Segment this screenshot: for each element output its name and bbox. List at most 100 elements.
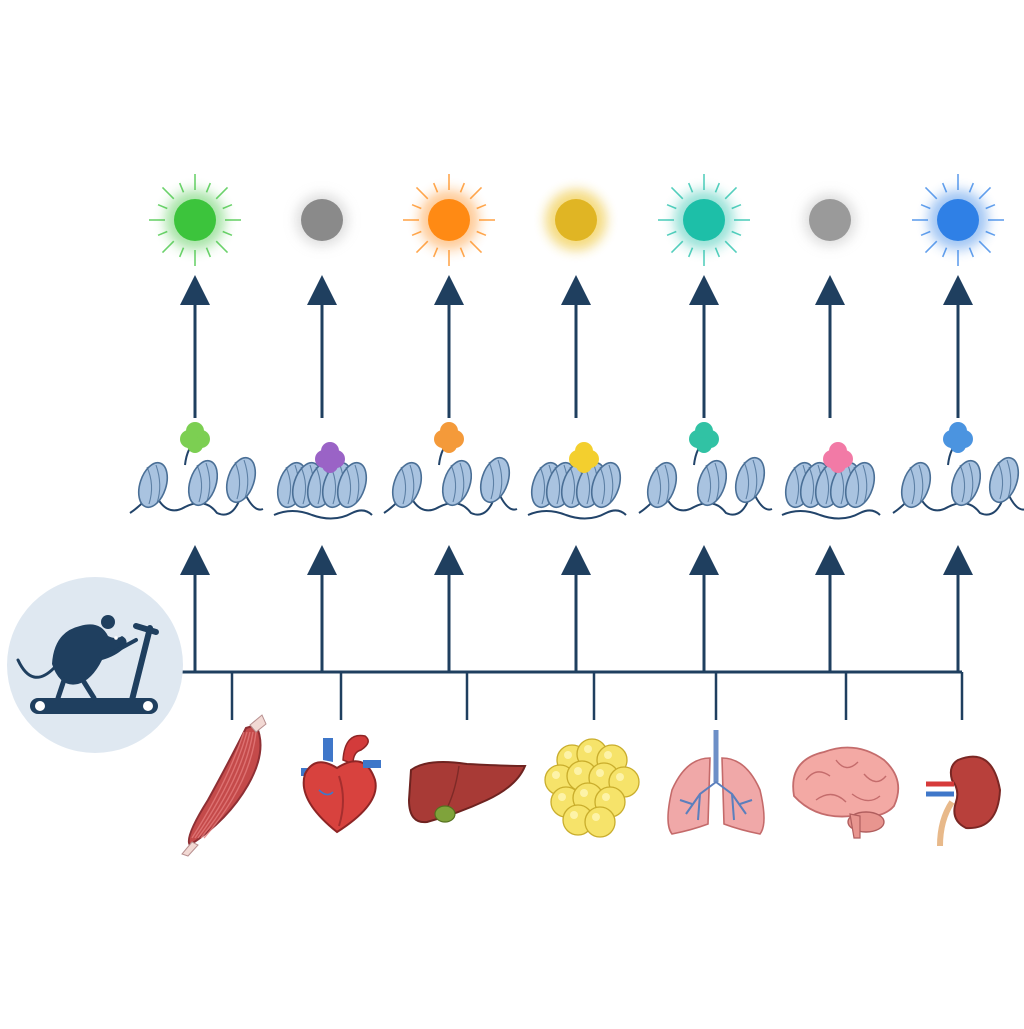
muscle-fiber <box>197 731 251 839</box>
signal-dot <box>937 199 979 241</box>
nucleosome-wrap <box>539 466 546 505</box>
mouse-ear <box>101 615 115 629</box>
epigenetic-mark-lobe <box>575 442 593 460</box>
signal-ray <box>731 203 742 210</box>
nucleosome-wrap <box>354 464 360 504</box>
nucleosome-wrap <box>862 464 868 504</box>
nucleosome-wrap <box>714 462 720 502</box>
treadmill-handlebar <box>133 623 159 635</box>
signal-ray <box>178 182 185 193</box>
signal-ray <box>724 186 738 200</box>
exercise-mouse-panel <box>7 577 183 753</box>
epigenetic-mark-lobe <box>949 422 967 440</box>
muscle-fiber <box>200 731 254 839</box>
signal-ray <box>222 230 233 237</box>
nucleosome-wrap <box>497 459 503 499</box>
signal-ray <box>215 186 229 200</box>
nucleosome-wrap <box>155 464 161 504</box>
bronchus <box>731 793 735 821</box>
nucleosome <box>479 456 511 504</box>
left-lung <box>667 757 711 835</box>
epigenetic-mark-lobe <box>576 457 592 473</box>
signal-ray <box>476 203 487 210</box>
nucleosome <box>590 461 622 509</box>
tendon <box>181 841 199 857</box>
chromatin-heart <box>273 442 373 520</box>
nucleosome-wrap <box>997 461 1004 500</box>
muscle-fiber <box>203 731 257 839</box>
nucleosome-wrap <box>752 459 758 499</box>
nucleosome-wrap <box>459 462 465 502</box>
signal-ray <box>920 230 931 237</box>
nucleosome-wrap <box>599 466 606 505</box>
fat-highlight <box>574 767 582 775</box>
signal-ray <box>985 203 996 210</box>
signal-ray <box>432 247 439 258</box>
nucleosome-wrap <box>608 464 614 504</box>
signal-ray <box>920 203 931 210</box>
heart-vein <box>323 738 333 762</box>
heart-vessel <box>338 775 344 827</box>
brain-stem <box>849 813 861 839</box>
signal-ray <box>205 182 212 193</box>
mouse-leg <box>81 679 97 701</box>
nucleosome <box>950 459 982 507</box>
lungs-icon <box>667 730 765 835</box>
nucleosome-wrap <box>569 466 576 505</box>
dna-strand <box>781 509 881 520</box>
epigenetic-mark-lobe <box>322 457 338 473</box>
nucleosome-wrap <box>409 464 415 504</box>
signal-light-fat <box>546 190 606 250</box>
bronchus <box>739 799 753 805</box>
organ-row <box>181 714 1002 857</box>
nucleosome-wrap <box>705 464 712 503</box>
tendon <box>249 714 267 733</box>
fat-highlight <box>552 771 560 779</box>
fat-highlight <box>584 745 592 753</box>
nucleosome-wrap <box>743 461 750 500</box>
nucleosome-wrap <box>823 466 830 505</box>
signal-dot <box>174 199 216 241</box>
nucleosome-wrap <box>300 466 307 505</box>
nucleosome <box>441 459 473 507</box>
signal-ray <box>459 182 466 193</box>
epigenetic-mark-lobe <box>829 442 847 460</box>
signal-ray <box>985 230 996 237</box>
chromatin-row <box>129 422 1024 520</box>
mouse-arm <box>108 638 138 656</box>
signal-light-kidney <box>912 174 1004 266</box>
nucleosome-wrap <box>400 466 407 505</box>
signal-ray <box>161 240 175 254</box>
bronchus <box>679 799 693 805</box>
liver-lobe <box>407 761 527 824</box>
signal-ray <box>476 230 487 237</box>
nucleosome-wrap <box>808 466 815 505</box>
nucleosome-wrap <box>853 466 860 505</box>
aorta <box>342 734 369 766</box>
signal-ray <box>432 182 439 193</box>
signal-ray <box>469 240 483 254</box>
signal-ray <box>666 203 677 210</box>
signal-dot <box>809 199 851 241</box>
signal-dot <box>683 199 725 241</box>
nucleosome <box>137 461 169 509</box>
heart-icon <box>301 734 381 834</box>
signal-ray <box>968 182 975 193</box>
signal-ray <box>411 203 422 210</box>
mouse-body <box>52 624 127 685</box>
brain-gyrus <box>815 793 847 803</box>
signal-ray <box>670 240 684 254</box>
signal-dot <box>555 199 597 241</box>
epigenetic-mark-lobe <box>695 422 713 440</box>
signal-ray <box>924 240 938 254</box>
signal-ray <box>411 230 422 237</box>
treadmill-roller <box>35 701 45 711</box>
kidney-icon <box>926 755 1002 847</box>
fat-highlight <box>580 789 588 797</box>
signal-ray <box>157 203 168 210</box>
signal-ray <box>178 247 185 258</box>
signal-ray <box>941 247 948 258</box>
dna-strand <box>527 509 627 520</box>
